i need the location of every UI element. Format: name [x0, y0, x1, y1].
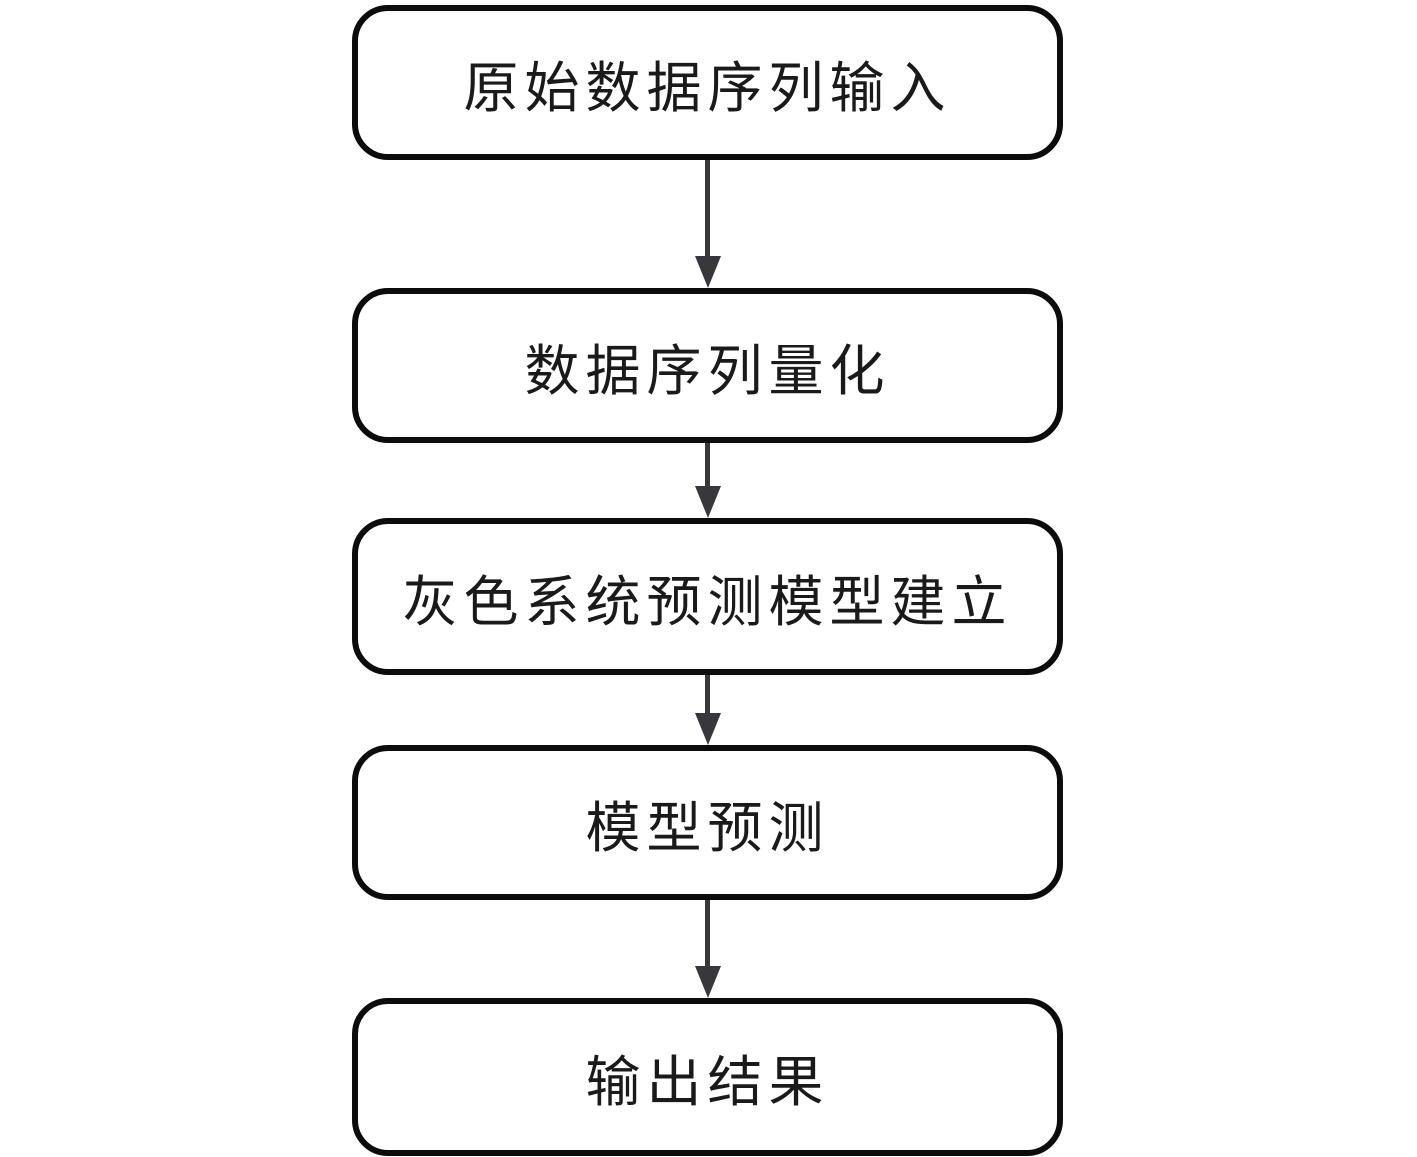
flow-node-output-label: 输出结果 [585, 1052, 830, 1113]
arrow-down-icon [694, 486, 721, 518]
arrow-stem [705, 160, 710, 256]
flow-node-quantize-label: 数据序列量化 [524, 340, 891, 402]
arrow-down-icon [694, 966, 721, 998]
arrow-stem [705, 443, 710, 486]
flow-node-predict: 模型预测 [352, 745, 1063, 900]
flow-arrow-model-to-predict [694, 675, 721, 745]
flow-node-output: 输出结果 [352, 998, 1063, 1156]
flow-arrow-predict-to-output [694, 900, 721, 998]
arrow-stem [705, 675, 710, 713]
flow-arrow-input-to-quantize [694, 160, 721, 288]
flow-node-model: 灰色系统预测模型建立 [352, 518, 1063, 675]
arrow-down-icon [694, 256, 721, 288]
flow-node-input-label: 原始数据序列输入 [463, 57, 952, 119]
flow-node-model-label: 灰色系统预测模型建立 [402, 571, 1013, 633]
flow-arrow-quantize-to-model [694, 443, 721, 518]
arrow-down-icon [694, 713, 721, 745]
flow-node-input: 原始数据序列输入 [352, 5, 1063, 160]
flow-node-predict-label: 模型预测 [585, 797, 830, 859]
flow-node-quantize: 数据序列量化 [352, 288, 1063, 443]
arrow-stem [705, 900, 710, 966]
